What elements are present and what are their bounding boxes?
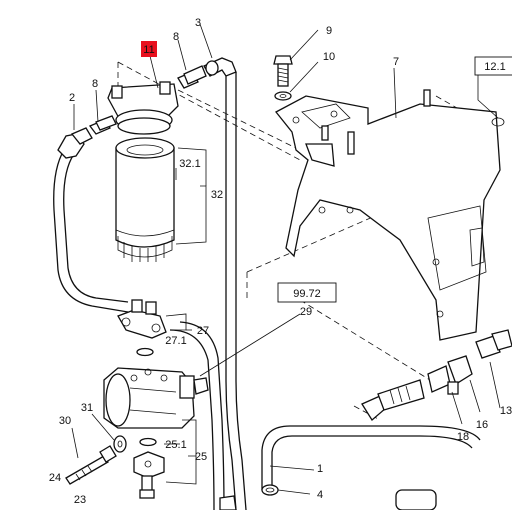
ref-label: 99.72 [293,288,321,300]
callout-9: 9 [326,25,332,37]
callout-24: 24 [49,472,61,484]
callout-31: 31 [81,402,93,414]
fuel-pump [103,367,209,429]
long-bolt [65,435,127,485]
highlight-callout[interactable]: 11 [141,41,157,57]
fittings-top [57,55,293,159]
callout-29: 29 [300,306,312,318]
lower-fitting [133,437,165,499]
mounting-bracket [275,89,505,341]
ref-label: 12.1 [484,61,505,73]
callout-labels: 3 8 8 2 9 10 7 32.1 32 29 27 27.1 31 30 … [49,17,512,506]
callout-10: 10 [323,51,335,63]
highlight-label: 11 [143,44,154,56]
callout-3: 3 [195,17,201,29]
callout-23: 23 [74,494,86,506]
callout-8-right: 8 [173,31,179,43]
callout-27-1: 27.1 [165,335,186,347]
callout-32: 32 [211,189,223,201]
callout-25-1: 25.1 [165,439,186,451]
banjo-fitting [117,299,167,357]
callout-8-left: 8 [92,78,98,90]
fuel-filter [107,81,179,262]
callout-30: 30 [59,415,71,427]
ref-99-72[interactable]: 99.72 [277,282,337,303]
right-fittings [219,329,512,510]
callout-16: 16 [476,419,488,431]
callout-1: 1 [317,463,323,475]
callout-18: 18 [457,431,469,443]
callout-13: 13 [500,405,512,417]
callout-32-1: 32.1 [179,158,200,170]
callout-7: 7 [393,56,399,68]
callout-25: 25 [195,451,207,463]
ref-12-1[interactable]: 12.1 [474,56,512,76]
highlight-box [141,41,157,57]
callout-4: 4 [317,489,323,501]
callout-27: 27 [197,325,209,337]
callout-2: 2 [69,92,75,104]
fuel-hoses [53,72,481,510]
leader-lines [71,23,501,495]
